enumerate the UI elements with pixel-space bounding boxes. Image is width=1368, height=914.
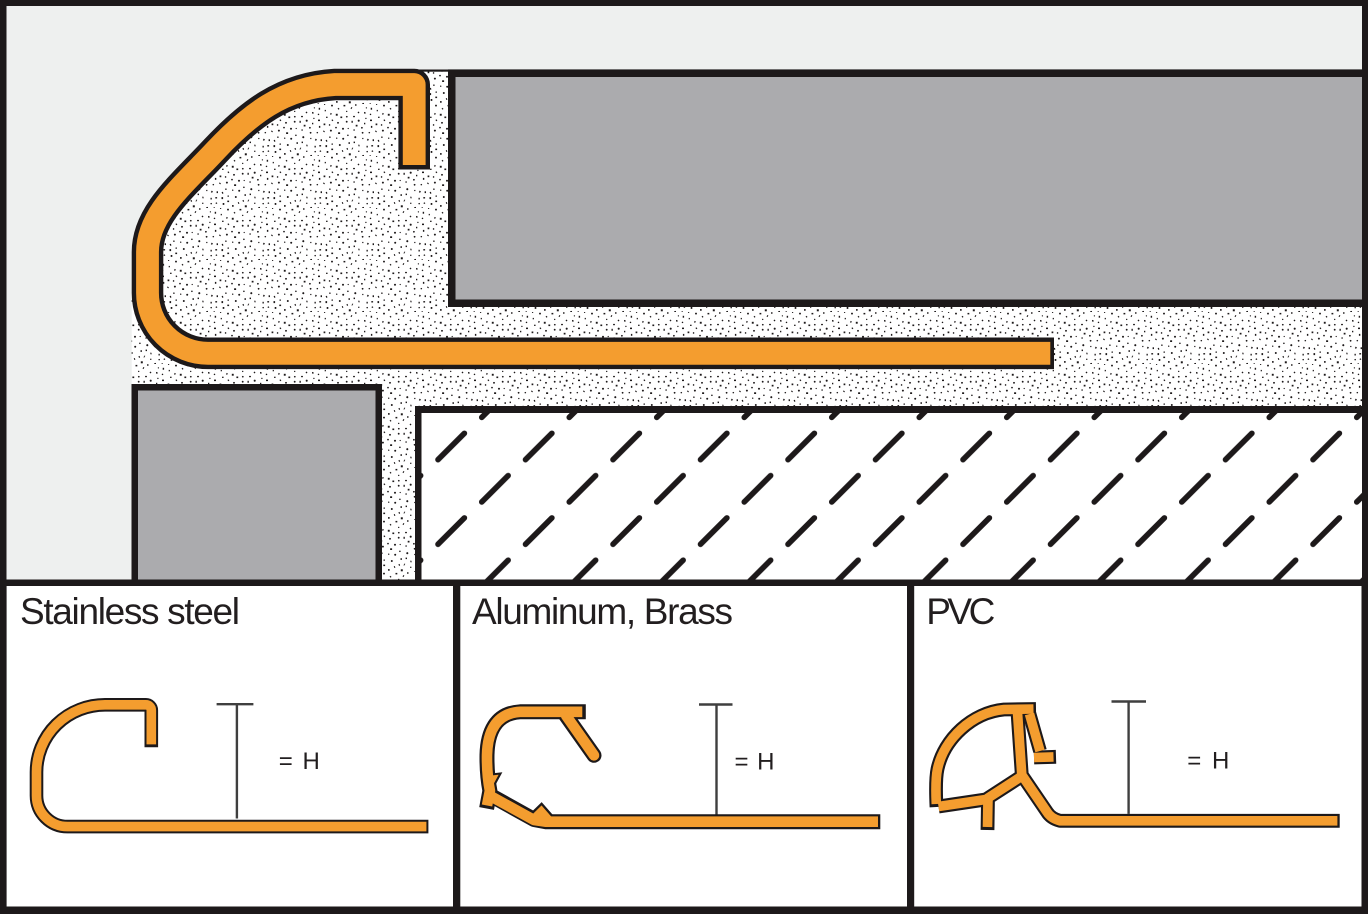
svg-text:PVC: PVC	[926, 591, 995, 632]
svg-text:= H: = H	[735, 748, 775, 775]
svg-text:= H: = H	[279, 748, 320, 775]
svg-text:Stainless steel: Stainless steel	[20, 591, 240, 632]
svg-text:= H: = H	[1187, 748, 1229, 775]
svg-text:Aluminum, Brass: Aluminum, Brass	[472, 591, 733, 632]
